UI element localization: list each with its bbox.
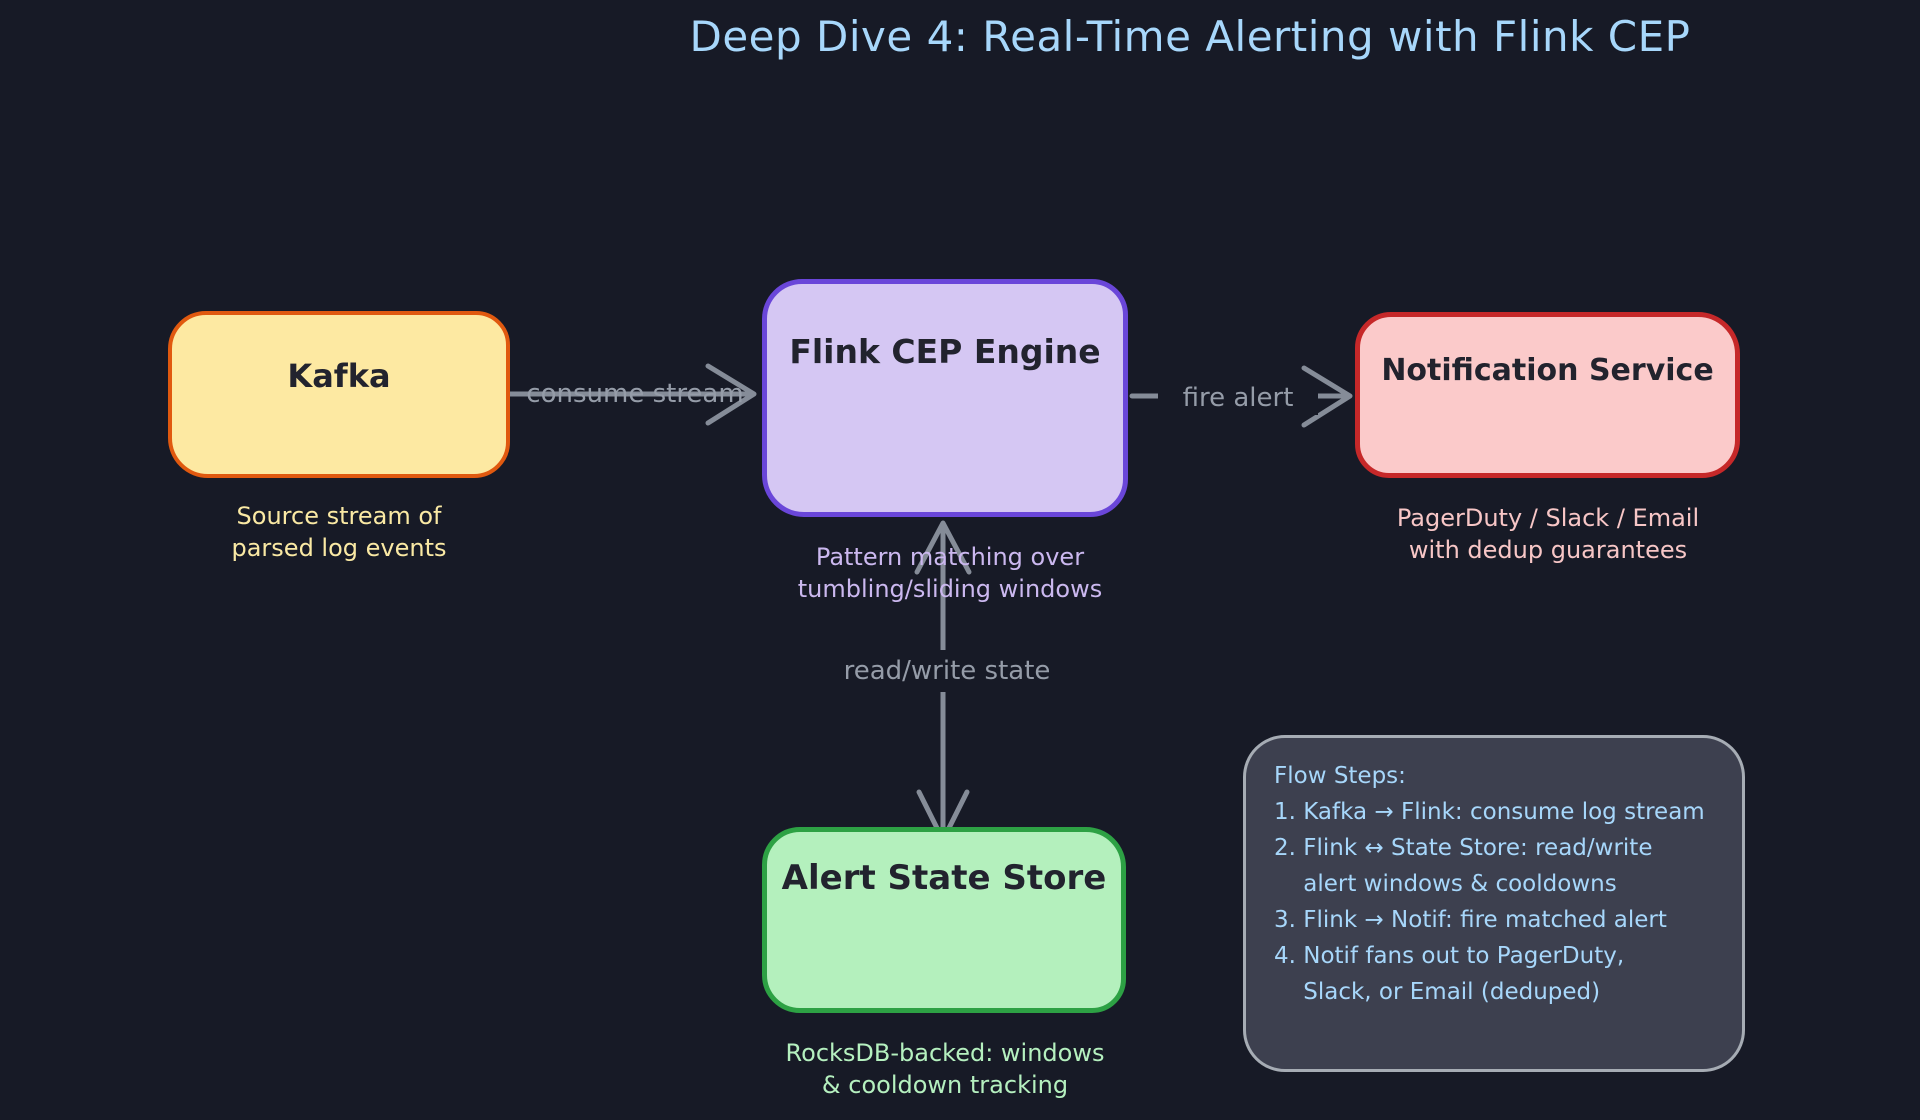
- flow-step: 4. Notif fans out to PagerDuty, Slack, o…: [1274, 943, 1625, 1005]
- kafka-caption: Source stream of parsed log events: [231, 502, 447, 562]
- node-flink-label: Flink CEP Engine: [789, 332, 1101, 371]
- node-state-store-label: Alert State Store: [781, 858, 1107, 898]
- flow-step: 1. Kafka → Flink: consume log stream: [1274, 799, 1705, 825]
- flow-step: 2. Flink ↔ State Store: read/write alert…: [1274, 835, 1653, 897]
- node-flink-cep-engine: Flink CEP Engine: [762, 279, 1128, 517]
- flow-step: 3. Flink → Notif: fire matched alert: [1274, 907, 1667, 933]
- flink-caption: Pattern matching over tumbling/sliding w…: [797, 543, 1103, 603]
- diagram-title: Deep Dive 4: Real-Time Alerting with Fli…: [689, 12, 1691, 61]
- node-notification-service: Notification Service: [1355, 312, 1740, 478]
- read-write-state-edge-label: read/write state: [832, 650, 1062, 692]
- consume-stream-edge-label: consume stream: [526, 379, 744, 409]
- node-alert-state-store: Alert State Store: [762, 827, 1126, 1013]
- notification-caption: PagerDuty / Slack / Email with dedup gua…: [1396, 504, 1700, 564]
- state-store-caption: RocksDB-backed: windows & cooldown track…: [785, 1039, 1105, 1099]
- flow-steps-heading: Flow Steps:: [1274, 763, 1406, 789]
- node-kafka: Kafka: [168, 311, 510, 478]
- node-kafka-label: Kafka: [287, 357, 391, 395]
- fire-alert-edge-label: fire alert: [1158, 381, 1318, 415]
- node-notification-label: Notification Service: [1381, 353, 1714, 388]
- consume-stream-arrow: [502, 363, 757, 426]
- flow-steps-panel: Flow Steps: 1. Kafka → Flink: consume lo…: [1243, 735, 1745, 1072]
